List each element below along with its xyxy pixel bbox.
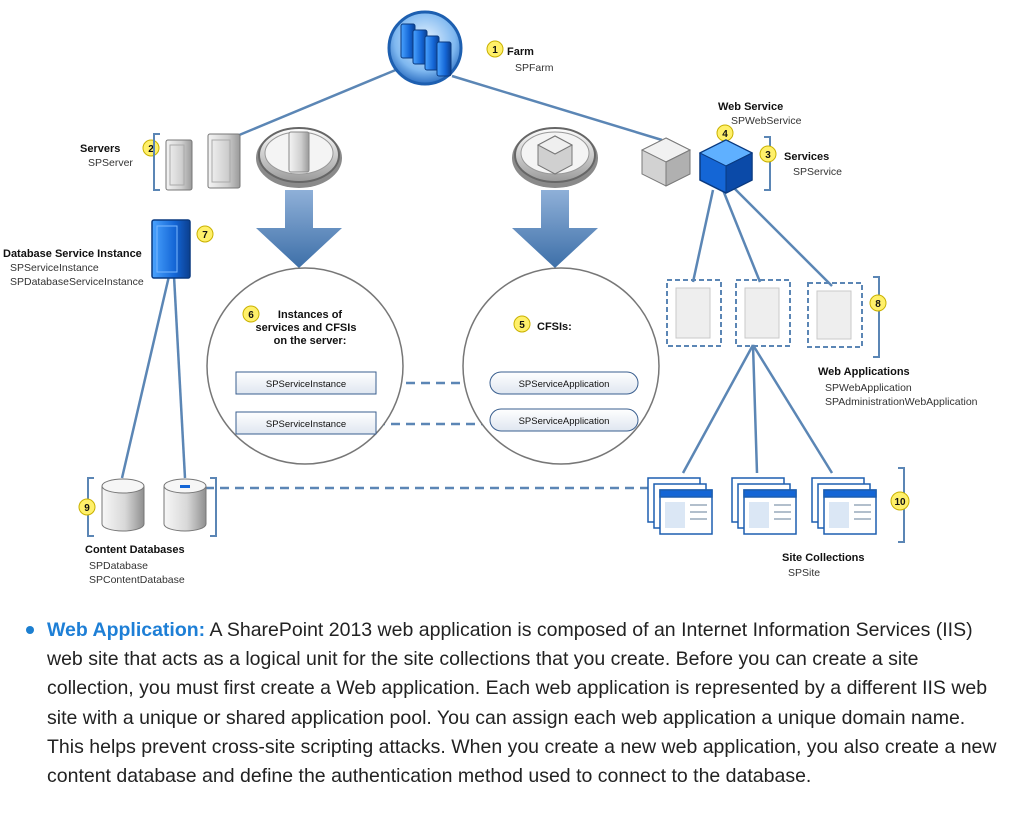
instance-item: SPServiceInstance bbox=[266, 419, 346, 430]
site-collections-class: SPSite bbox=[788, 567, 820, 579]
db-server-icon bbox=[151, 219, 191, 279]
web-application-icon bbox=[735, 279, 791, 347]
web-service-class: SPWebService bbox=[731, 115, 802, 127]
bullet-term: Web Application: bbox=[47, 619, 206, 641]
db-service-instance-class-2: SPDatabaseServiceInstance bbox=[10, 276, 144, 288]
badge-4: 4 bbox=[716, 124, 734, 142]
service-dish-icon bbox=[512, 127, 598, 188]
web-service-title: Web Service bbox=[718, 101, 783, 113]
badge-8: 8 bbox=[869, 294, 887, 312]
cfsi-item: SPServiceApplication bbox=[519, 379, 610, 390]
badge-7: 7 bbox=[196, 225, 214, 243]
arrow-down-icon bbox=[512, 190, 598, 268]
service-cube-icon bbox=[640, 137, 692, 187]
web-application-icon bbox=[666, 279, 722, 347]
arrow-down-icon bbox=[256, 190, 342, 268]
services-title: Services bbox=[784, 151, 829, 163]
db-service-instance-class-1: SPServiceInstance bbox=[10, 262, 99, 274]
bullet-description: A SharePoint 2013 web application is com… bbox=[47, 619, 997, 788]
content-databases-class-1: SPDatabase bbox=[89, 560, 148, 572]
svg-text:8: 8 bbox=[875, 299, 881, 310]
badge-5: 5 bbox=[513, 315, 531, 333]
instances-title-line3: on the server: bbox=[274, 335, 347, 347]
badge-1: 1 bbox=[486, 40, 504, 58]
services-bracket bbox=[764, 136, 771, 191]
cfsi-item: SPServiceApplication bbox=[519, 416, 610, 427]
content-databases-bracket-right bbox=[210, 477, 217, 537]
svg-text:10: 10 bbox=[894, 497, 906, 508]
db-service-instance-title: Database Service Instance bbox=[3, 248, 142, 260]
web-application-icon bbox=[807, 282, 863, 348]
servers-class: SPServer bbox=[88, 157, 133, 169]
instances-title-line2: services and CFSIs bbox=[256, 322, 357, 334]
server-dish-icon bbox=[256, 127, 342, 188]
site-collections-title: Site Collections bbox=[782, 552, 865, 564]
database-icon bbox=[101, 478, 145, 532]
svg-text:3: 3 bbox=[765, 150, 771, 161]
site-collection-icon bbox=[811, 477, 877, 535]
badge-6: 6 bbox=[242, 305, 260, 323]
server-icon bbox=[207, 133, 241, 189]
servers-bracket bbox=[153, 133, 160, 191]
svg-text:7: 7 bbox=[202, 230, 208, 241]
badge-3: 3 bbox=[759, 145, 777, 163]
badge-9: 9 bbox=[78, 498, 96, 516]
web-applications-class-2: SPAdministrationWebApplication bbox=[825, 396, 978, 408]
bullet-paragraph: Web Application: A SharePoint 2013 web a… bbox=[47, 616, 997, 791]
site-collection-icon bbox=[731, 477, 797, 535]
web-applications-title: Web Applications bbox=[818, 366, 910, 378]
servers-title: Servers bbox=[80, 143, 120, 155]
web-application-bullet: Web Application: A SharePoint 2013 web a… bbox=[22, 616, 997, 791]
server-icon bbox=[165, 139, 193, 191]
badge-1-number: 1 bbox=[492, 45, 498, 56]
services-class: SPService bbox=[793, 166, 842, 178]
svg-text:4: 4 bbox=[722, 129, 728, 140]
instances-title-line1: Instances of bbox=[278, 309, 343, 321]
web-service-cube-icon bbox=[698, 139, 754, 194]
svg-text:6: 6 bbox=[248, 310, 254, 321]
farm-title: Farm bbox=[507, 46, 534, 58]
badge-2: 2 bbox=[142, 139, 160, 157]
web-applications-bracket bbox=[873, 276, 880, 358]
instance-item: SPServiceInstance bbox=[266, 379, 346, 390]
database-icon bbox=[163, 478, 207, 532]
instances-panel: 6 Instances of services and CFSIs on the… bbox=[206, 267, 404, 465]
cfsis-title: CFSIs: bbox=[537, 321, 572, 333]
object-model-diagram: 1 Farm SPFarm Servers SPServer 2 bbox=[3, 10, 978, 586]
svg-text:9: 9 bbox=[84, 503, 90, 514]
badge-10: 10 bbox=[890, 491, 910, 511]
content-databases-class-2: SPContentDatabase bbox=[89, 574, 185, 586]
connector-lines bbox=[120, 67, 834, 479]
site-collection-icon bbox=[647, 477, 713, 535]
web-applications-class-1: SPWebApplication bbox=[825, 382, 912, 394]
farm-icon bbox=[387, 10, 463, 86]
farm-class: SPFarm bbox=[515, 62, 554, 74]
svg-text:5: 5 bbox=[519, 320, 525, 331]
svg-text:2: 2 bbox=[148, 144, 154, 155]
cfsis-panel: 5 CFSIs: SPServiceApplication SPServiceA… bbox=[462, 267, 660, 465]
bullet-marker bbox=[26, 626, 34, 634]
content-databases-title: Content Databases bbox=[85, 544, 185, 556]
